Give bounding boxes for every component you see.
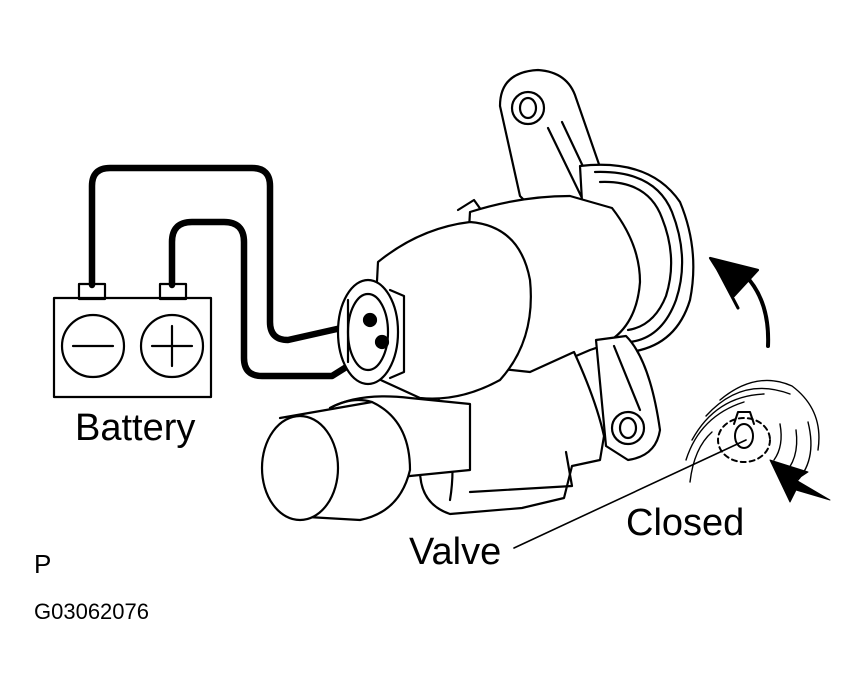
closed-label: Closed bbox=[626, 502, 745, 544]
valve-label: Valve bbox=[409, 531, 502, 573]
hose-outlet bbox=[260, 395, 472, 522]
battery bbox=[52, 282, 213, 399]
wires bbox=[88, 164, 387, 380]
push-arrow-icon bbox=[769, 459, 831, 503]
battery-case bbox=[52, 296, 213, 399]
terminal-pin-1 bbox=[362, 312, 378, 328]
valve-detail-view bbox=[685, 379, 820, 485]
negative-symbol-circle bbox=[60, 313, 126, 379]
figure-code: G03062076 bbox=[34, 599, 149, 624]
positive-wire bbox=[168, 218, 387, 380]
positive-symbol-circle bbox=[139, 313, 205, 379]
page-marker: P bbox=[34, 549, 52, 579]
solenoid-connector bbox=[336, 220, 532, 400]
rotation-arrow-icon bbox=[708, 256, 771, 348]
valve-leader-line bbox=[513, 439, 747, 549]
closed-valve-dashed-circle bbox=[717, 417, 771, 463]
terminal-pin-2 bbox=[374, 334, 390, 350]
negative-wire bbox=[88, 164, 372, 344]
battery-label: Battery bbox=[75, 407, 196, 449]
